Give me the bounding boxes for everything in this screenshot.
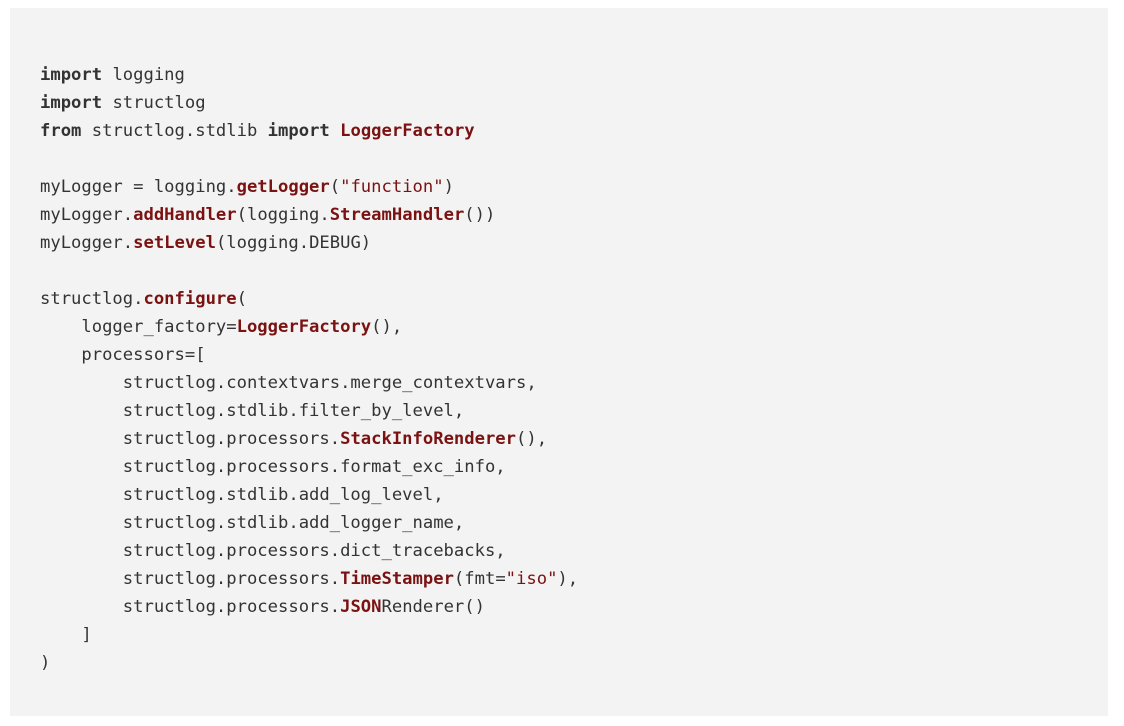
code-function: StackInfoRenderer — [340, 429, 517, 449]
code-text: ] — [40, 625, 92, 645]
code-text: structlog.processors. — [40, 597, 341, 617]
code-keyword: import — [40, 93, 103, 113]
code-function: setLevel — [133, 233, 216, 253]
code-line: structlog.contextvars.merge_contextvars, — [40, 369, 1108, 397]
code-text: structlog.stdlib.add_log_level, — [40, 485, 444, 505]
code-text: logger_factory= — [40, 317, 237, 337]
code-line — [40, 145, 1108, 173]
code-text: logging — [102, 65, 185, 85]
code-keyword: import — [267, 121, 330, 141]
code-line: structlog.processors.TimeStamper(fmt="is… — [40, 565, 1108, 593]
code-text: structlog.stdlib — [81, 121, 268, 141]
code-line: structlog.processors.dict_tracebacks, — [40, 537, 1108, 565]
code-text: structlog.processors. — [40, 429, 341, 449]
code-text: structlog.processors. — [40, 569, 341, 589]
code-line: import structlog — [40, 89, 1108, 117]
code-line: import logging — [40, 61, 1108, 89]
code-text: ) — [443, 177, 454, 197]
code-line: structlog.stdlib.add_log_level, — [40, 481, 1108, 509]
code-line: structlog.configure( — [40, 285, 1108, 313]
code-string: "function" — [340, 177, 444, 197]
code-text: structlog.processors.format_exc_info, — [40, 457, 506, 477]
code-text: (), — [371, 317, 403, 337]
code-function: addHandler — [133, 205, 237, 225]
code-line: logger_factory=LoggerFactory(), — [40, 313, 1108, 341]
code-function: TimeStamper — [340, 569, 454, 589]
code-line: structlog.processors.format_exc_info, — [40, 453, 1108, 481]
code-text: structlog.stdlib.add_logger_name, — [40, 513, 465, 533]
code-text: structlog.contextvars.merge_contextvars, — [40, 373, 537, 393]
code-line — [40, 257, 1108, 285]
code-text: ( — [329, 177, 341, 197]
code-text: processors=[ — [40, 345, 206, 365]
code-line: structlog.processors.JSONRenderer() — [40, 593, 1108, 621]
code-text: myLogger = logging. — [40, 177, 237, 197]
code-text: structlog.processors.dict_tracebacks, — [40, 541, 506, 561]
code-text: myLogger. — [40, 205, 134, 225]
code-text: (logging.DEBUG) — [215, 233, 372, 253]
code-text: ( — [236, 289, 247, 309]
code-text: structlog — [102, 93, 206, 113]
code-keyword: from — [40, 121, 82, 141]
code-line: ) — [40, 649, 1108, 677]
code-text — [330, 121, 340, 141]
code-text: (), — [516, 429, 548, 449]
code-line: myLogger.addHandler(logging.StreamHandle… — [40, 201, 1108, 229]
code-function: StreamHandler — [329, 205, 465, 225]
code-line: myLogger.setLevel(logging.DEBUG) — [40, 229, 1108, 257]
code-function: LoggerFactory — [340, 121, 475, 141]
code-line: from structlog.stdlib import LoggerFacto… — [40, 117, 1108, 145]
code-text: structlog. — [40, 289, 144, 309]
code-line: ] — [40, 621, 1108, 649]
code-text: (fmt= — [453, 569, 506, 589]
code-line: structlog.processors.StackInfoRenderer()… — [40, 425, 1108, 453]
code-line: structlog.stdlib.filter_by_level, — [40, 397, 1108, 425]
code-line: structlog.stdlib.add_logger_name, — [40, 509, 1108, 537]
code-function: LoggerFactory — [236, 317, 372, 337]
code-string: "iso" — [505, 569, 558, 589]
code-function: configure — [143, 289, 237, 309]
code-text: ) — [40, 653, 51, 673]
code-keyword: import — [40, 65, 103, 85]
code-text: myLogger. — [40, 233, 134, 253]
code-function: getLogger — [236, 177, 330, 197]
code-text: (logging. — [236, 205, 330, 225]
code-text: structlog.stdlib.filter_by_level, — [40, 401, 465, 421]
code-text: ), — [557, 569, 579, 589]
code-line: myLogger = logging.getLogger("function") — [40, 173, 1108, 201]
code-text: ()) — [464, 205, 496, 225]
code-function: JSON — [340, 597, 382, 617]
code-line: processors=[ — [40, 341, 1108, 369]
code-text: Renderer() — [381, 597, 485, 617]
